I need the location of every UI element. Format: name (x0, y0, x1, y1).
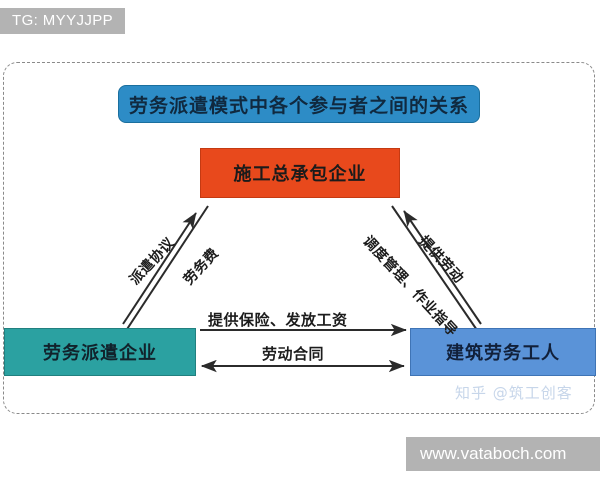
diagram-frame (3, 62, 595, 414)
edge-label-labor-contract: 劳动合同 (262, 345, 325, 363)
node-dispatch-agency-label: 劳务派遣企业 (43, 343, 157, 364)
diagram-title-box: 劳务派遣模式中各个参与者之间的关系 (118, 85, 480, 123)
node-contractor-label: 施工总承包企业 (233, 164, 367, 185)
node-workers: 建筑劳务工人 (410, 328, 596, 376)
diagram-title-text: 劳务派遣模式中各个参与者之间的关系 (128, 94, 469, 117)
node-dispatch-agency: 劳务派遣企业 (4, 328, 196, 376)
telegram-watermark: TG: MYYJJPP (0, 8, 126, 35)
node-workers-label: 建筑劳务工人 (446, 343, 560, 364)
site-watermark: www.vataboch.com (406, 437, 600, 471)
node-contractor: 施工总承包企业 (200, 148, 400, 198)
zhihu-watermark: 知乎 @筑工创客 (455, 384, 573, 402)
edge-label-insurance-wages: 提供保险、发放工资 (208, 311, 348, 329)
